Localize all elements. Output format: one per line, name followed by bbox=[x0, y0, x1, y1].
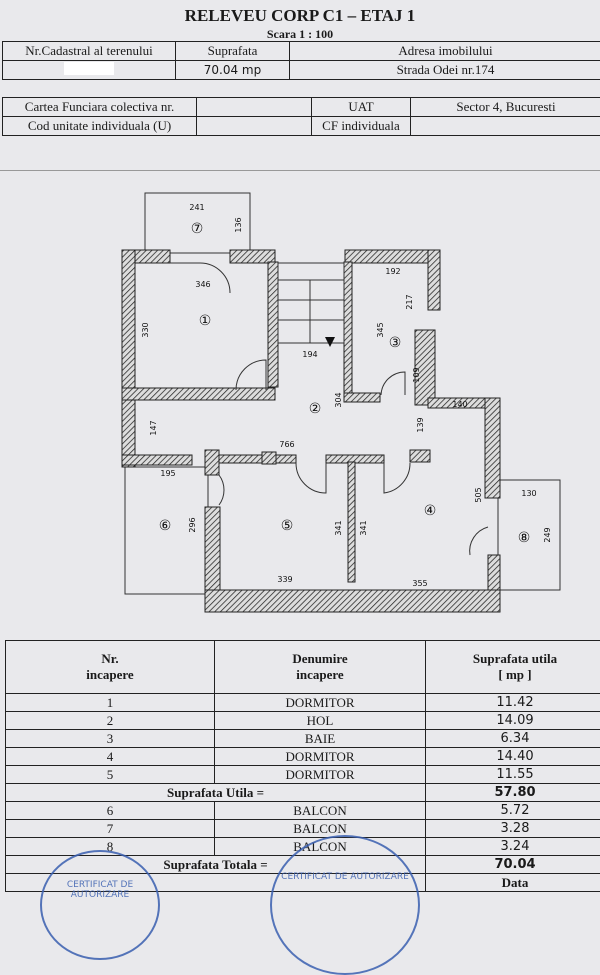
dim-346: 346 bbox=[195, 280, 210, 289]
dim-217: 217 bbox=[405, 294, 414, 309]
dim-330: 330 bbox=[141, 322, 150, 337]
header-name: Denumire incapere bbox=[215, 641, 426, 694]
room-1-number: ① bbox=[199, 313, 212, 329]
dim-194: 194 bbox=[302, 350, 317, 359]
room-3-number: ③ bbox=[389, 335, 402, 351]
stair-arrow-icon bbox=[325, 337, 335, 347]
dim-296: 296 bbox=[188, 517, 197, 532]
room-5-number: ⑤ bbox=[281, 518, 294, 534]
dim-304: 304 bbox=[334, 392, 343, 407]
floor-plan: ① ② ③ ④ ⑤ ⑥ ⑦ ⑧ 241 136 346 330 192 217 … bbox=[0, 0, 600, 640]
dim-345: 345 bbox=[376, 322, 385, 337]
dim-195: 195 bbox=[160, 469, 175, 478]
room-7-number: ⑦ bbox=[191, 221, 204, 237]
dim-341-right: 341 bbox=[359, 520, 368, 535]
dim-505: 505 bbox=[474, 487, 483, 502]
dim-136: 136 bbox=[234, 217, 243, 232]
authorization-stamp-2: CERTIFICAT DE AUTORIZARE bbox=[270, 835, 420, 975]
dim-339: 339 bbox=[277, 575, 292, 584]
dim-140: 140 bbox=[452, 400, 467, 409]
room-4-number: ④ bbox=[424, 503, 437, 519]
authorization-stamp-1: CERTIFICAT DE AUTORIZARE bbox=[40, 850, 160, 960]
room-8-number: ⑧ bbox=[518, 530, 531, 546]
dim-249: 249 bbox=[543, 527, 552, 542]
room-2-number: ② bbox=[309, 401, 322, 417]
dim-766: 766 bbox=[279, 440, 294, 449]
dim-139: 139 bbox=[416, 417, 425, 432]
dim-147: 147 bbox=[149, 420, 158, 435]
dim-241: 241 bbox=[189, 203, 204, 212]
dim-130: 130 bbox=[521, 489, 536, 498]
header-nr: Nr. incapere bbox=[6, 641, 215, 694]
useful-area-row: Suprafata Utila =57.80 bbox=[6, 784, 600, 802]
header-area: Suprafata utila [ mp ] bbox=[426, 641, 600, 694]
dim-341-left: 341 bbox=[334, 520, 343, 535]
date-label: Data bbox=[426, 874, 600, 892]
room-6-number: ⑥ bbox=[159, 518, 172, 534]
dim-109: 109 bbox=[412, 367, 421, 382]
dim-355: 355 bbox=[412, 579, 427, 588]
dim-192: 192 bbox=[385, 267, 400, 276]
walls bbox=[122, 250, 500, 612]
